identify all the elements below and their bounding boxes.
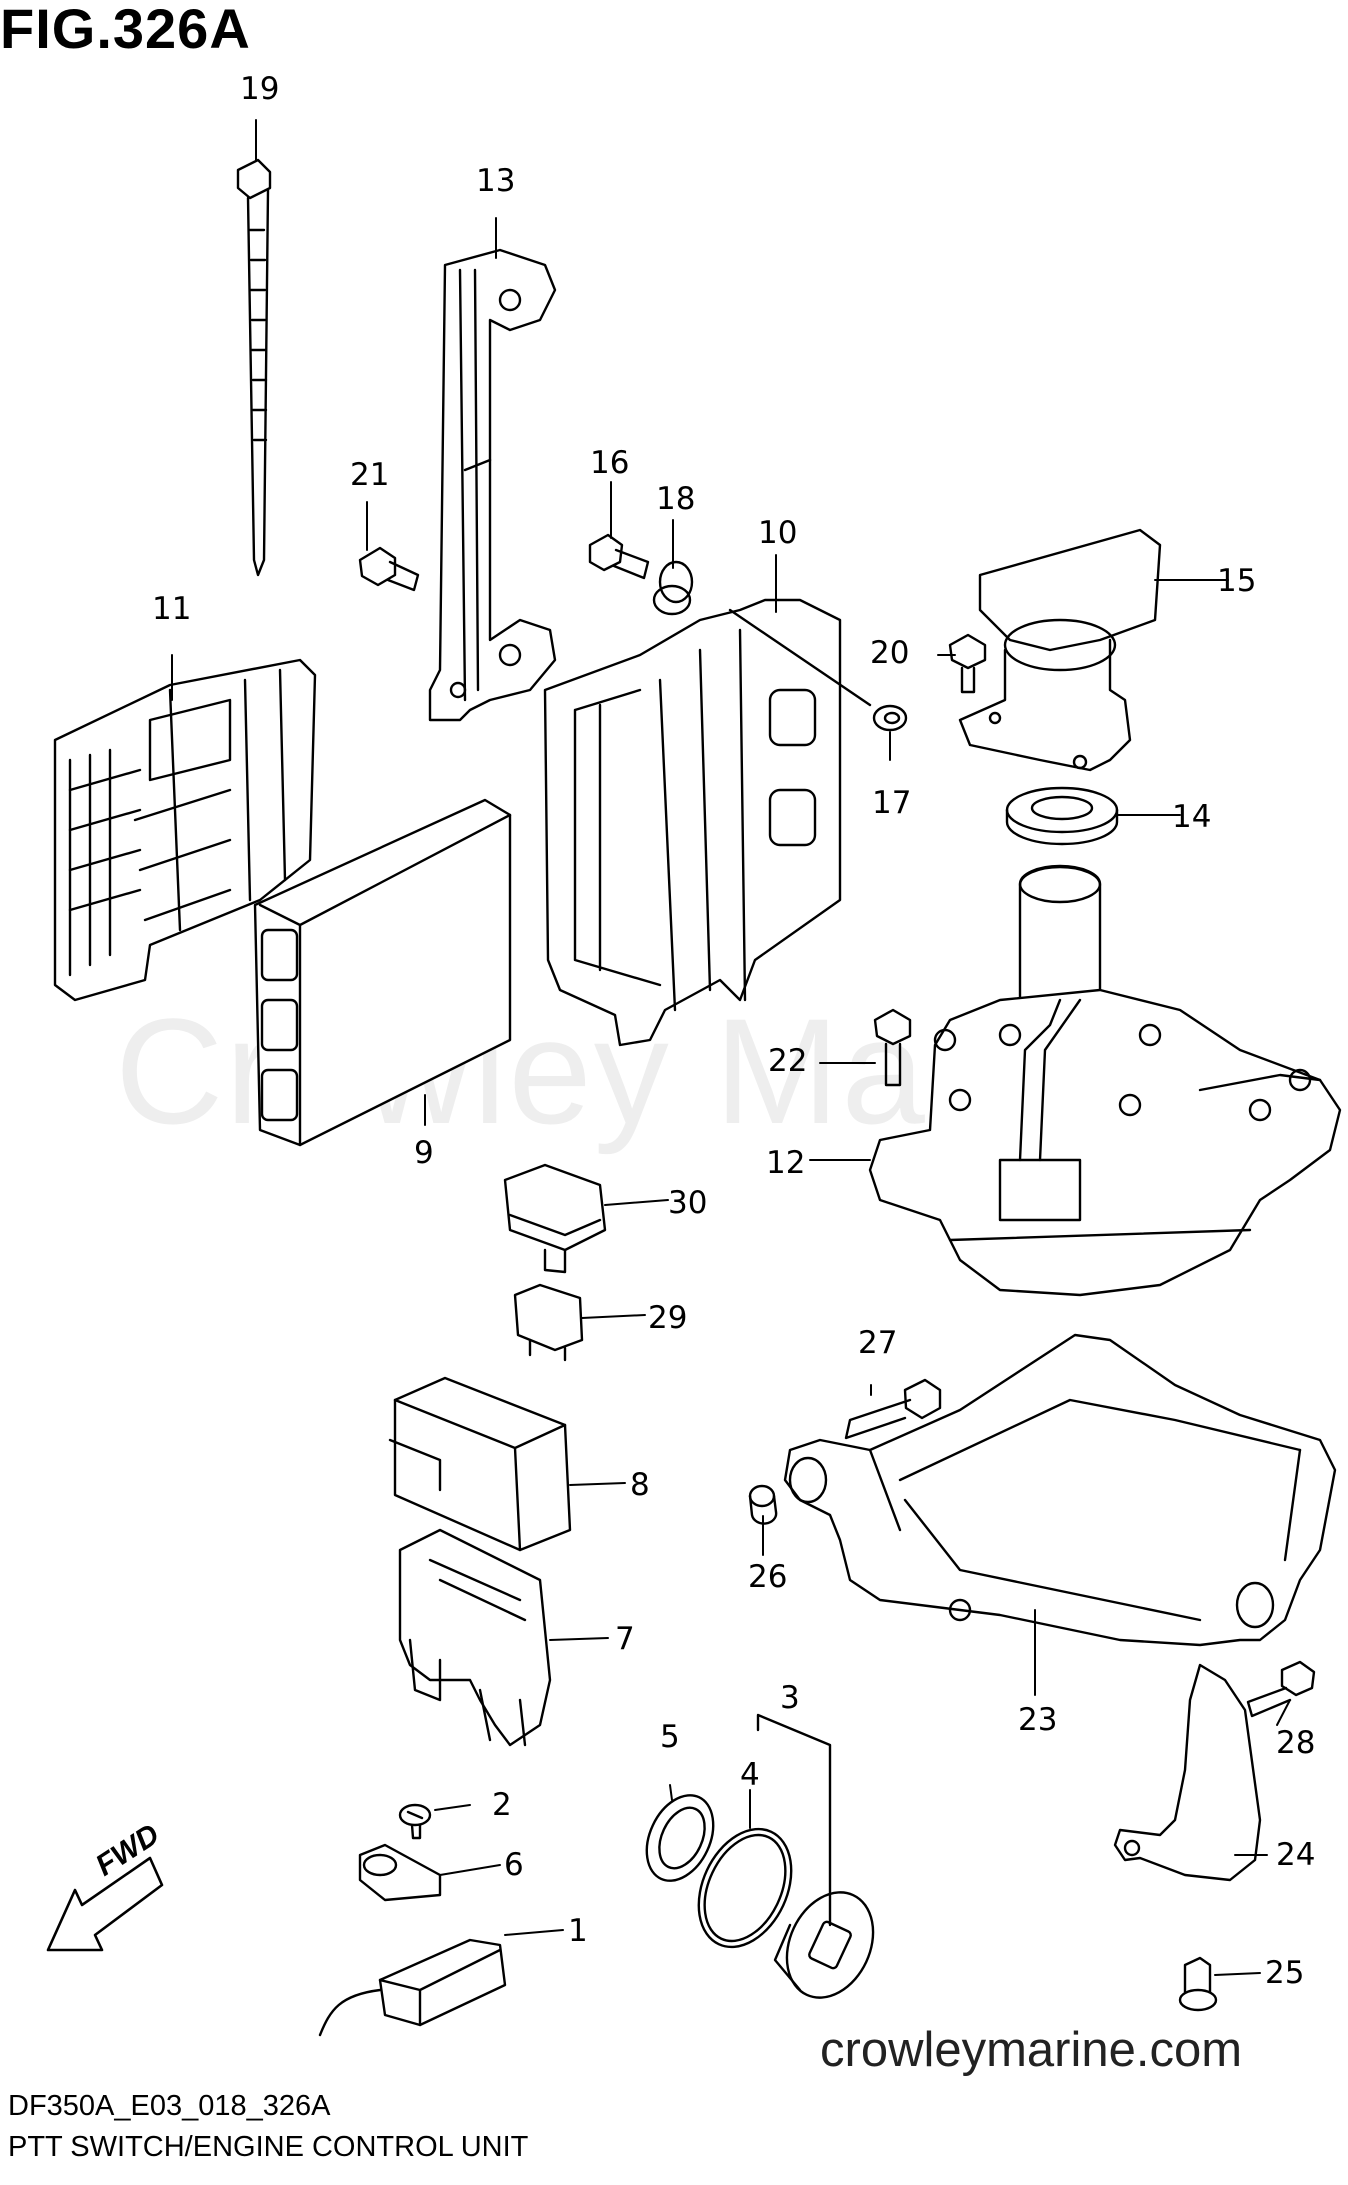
part-4-o-ring [697,1827,793,1949]
part-18-grommet [652,560,694,616]
callout-24: 24 [1276,1837,1316,1873]
callout-3: 3 [780,1680,800,1716]
callout-12: 12 [766,1145,806,1181]
callout-9: 9 [414,1135,434,1171]
part-2-screw [398,1803,432,1840]
diagram-code: DF350A_E03_018_326A [8,2090,331,2122]
part-27-bolt [844,1378,942,1440]
part-24-bracket [1113,1663,1262,1882]
callout-2: 2 [492,1787,512,1823]
callout-8: 8 [630,1467,650,1503]
callout-17: 17 [872,785,912,821]
callout-23: 23 [1018,1702,1058,1738]
part-12-ptt-unit [868,864,1342,1297]
part-13-bracket [428,248,557,722]
callout-26: 26 [748,1559,788,1595]
callout-5: 5 [660,1719,680,1755]
part-30-relay [503,1163,607,1274]
part-22-bolt [873,1008,912,1087]
part-3-grommet [773,1891,875,1999]
callout-10: 10 [758,515,798,551]
part-25-bolt [1178,1956,1218,2012]
part-6-clamp [358,1843,442,1902]
fwd-arrow-icon [46,1856,164,1952]
part-20-bolt [948,633,987,694]
leader-lines [171,119,1291,1976]
callout-28: 28 [1276,1725,1316,1761]
callout-11: 11 [152,591,192,627]
callout-13: 13 [476,163,516,199]
diagram-caption: PTT SWITCH/ENGINE CONTROL UNIT [8,2131,529,2163]
callout-7: 7 [615,1621,635,1657]
website-link[interactable]: crowleymarine.com [820,2023,1243,2077]
figure-title: FIG.326A [0,0,251,60]
part-26-collar [748,1484,778,1525]
part-5-retainer [645,1794,715,1882]
callout-19: 19 [240,71,280,107]
part-23-mount-frame [783,1333,1337,1647]
part-7-fuse-box [398,1528,552,1747]
callout-bracket-3 [756,1713,832,1927]
callout-29: 29 [648,1300,688,1336]
callout-14: 14 [1172,799,1212,835]
part-10-case [543,598,872,1047]
callout-30: 30 [668,1185,708,1221]
callout-22: 22 [768,1043,808,1079]
part-11-cover [53,658,317,1002]
part-19-cable-tie [236,158,272,577]
callout-27: 27 [858,1325,898,1361]
callout-25: 25 [1265,1955,1305,1991]
part-1-ptt-switch [318,1938,507,2037]
part-21-bolt [358,546,420,592]
part-15-motor-cover [958,528,1162,772]
part-17-grommet [872,704,908,732]
part-28-bolt [1246,1660,1316,1718]
callout-6: 6 [504,1847,524,1883]
callout-4: 4 [740,1757,760,1793]
part-8-cover [388,1376,572,1552]
callout-21: 21 [350,457,390,493]
callout-16: 16 [590,445,630,481]
callout-18: 18 [656,481,696,517]
part-9-ecm [253,798,512,1147]
part-14-seal [1005,786,1119,846]
callout-1: 1 [568,1913,588,1949]
part-29-relay [513,1283,584,1362]
callout-20: 20 [870,635,910,671]
callout-15: 15 [1217,563,1257,599]
part-16-bolt [588,533,650,580]
